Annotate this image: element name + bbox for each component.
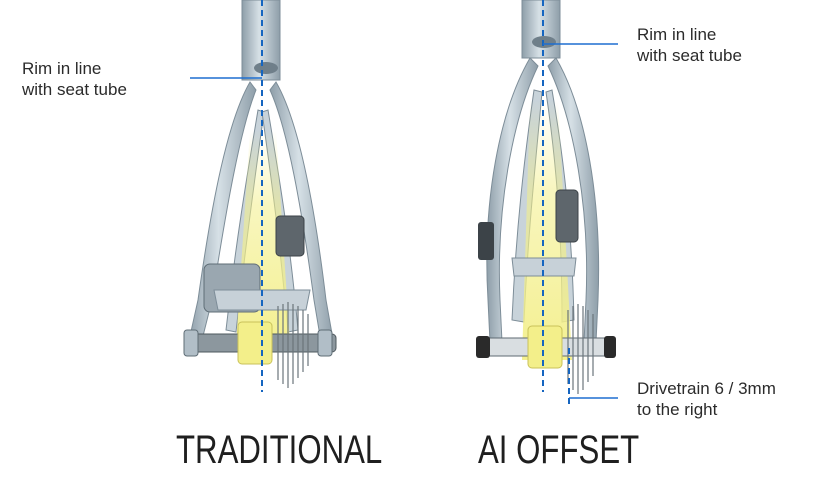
cassette: [277, 302, 309, 388]
left-axle-end: [476, 336, 490, 358]
seat-tube-top: [254, 62, 278, 74]
offset-bottom-callout-label: Drivetrain 6 / 3mm to the right: [637, 379, 776, 419]
traditional-title: TRADITIONAL: [176, 428, 383, 472]
traditional-frame: [183, 0, 337, 392]
rim-highlight: [522, 100, 572, 360]
right-axle-end: [604, 336, 616, 358]
seat-tube: [521, 0, 561, 59]
hub-body: [237, 321, 273, 365]
right-dropout: [317, 329, 333, 357]
ai-offset-frame: [476, 0, 618, 404]
traditional-callout-label: Rim in line with seat tube: [22, 59, 127, 99]
hub-body: [527, 325, 563, 369]
brake-caliper: [478, 222, 494, 260]
chainstay-bridge: [511, 257, 577, 277]
ai-offset-title: AI OFFSET: [478, 428, 640, 472]
offset-top-callout-label: Rim in line with seat tube: [637, 25, 742, 65]
left-dropout: [183, 329, 199, 357]
derailleur: [275, 215, 305, 257]
derailleur: [555, 189, 579, 243]
